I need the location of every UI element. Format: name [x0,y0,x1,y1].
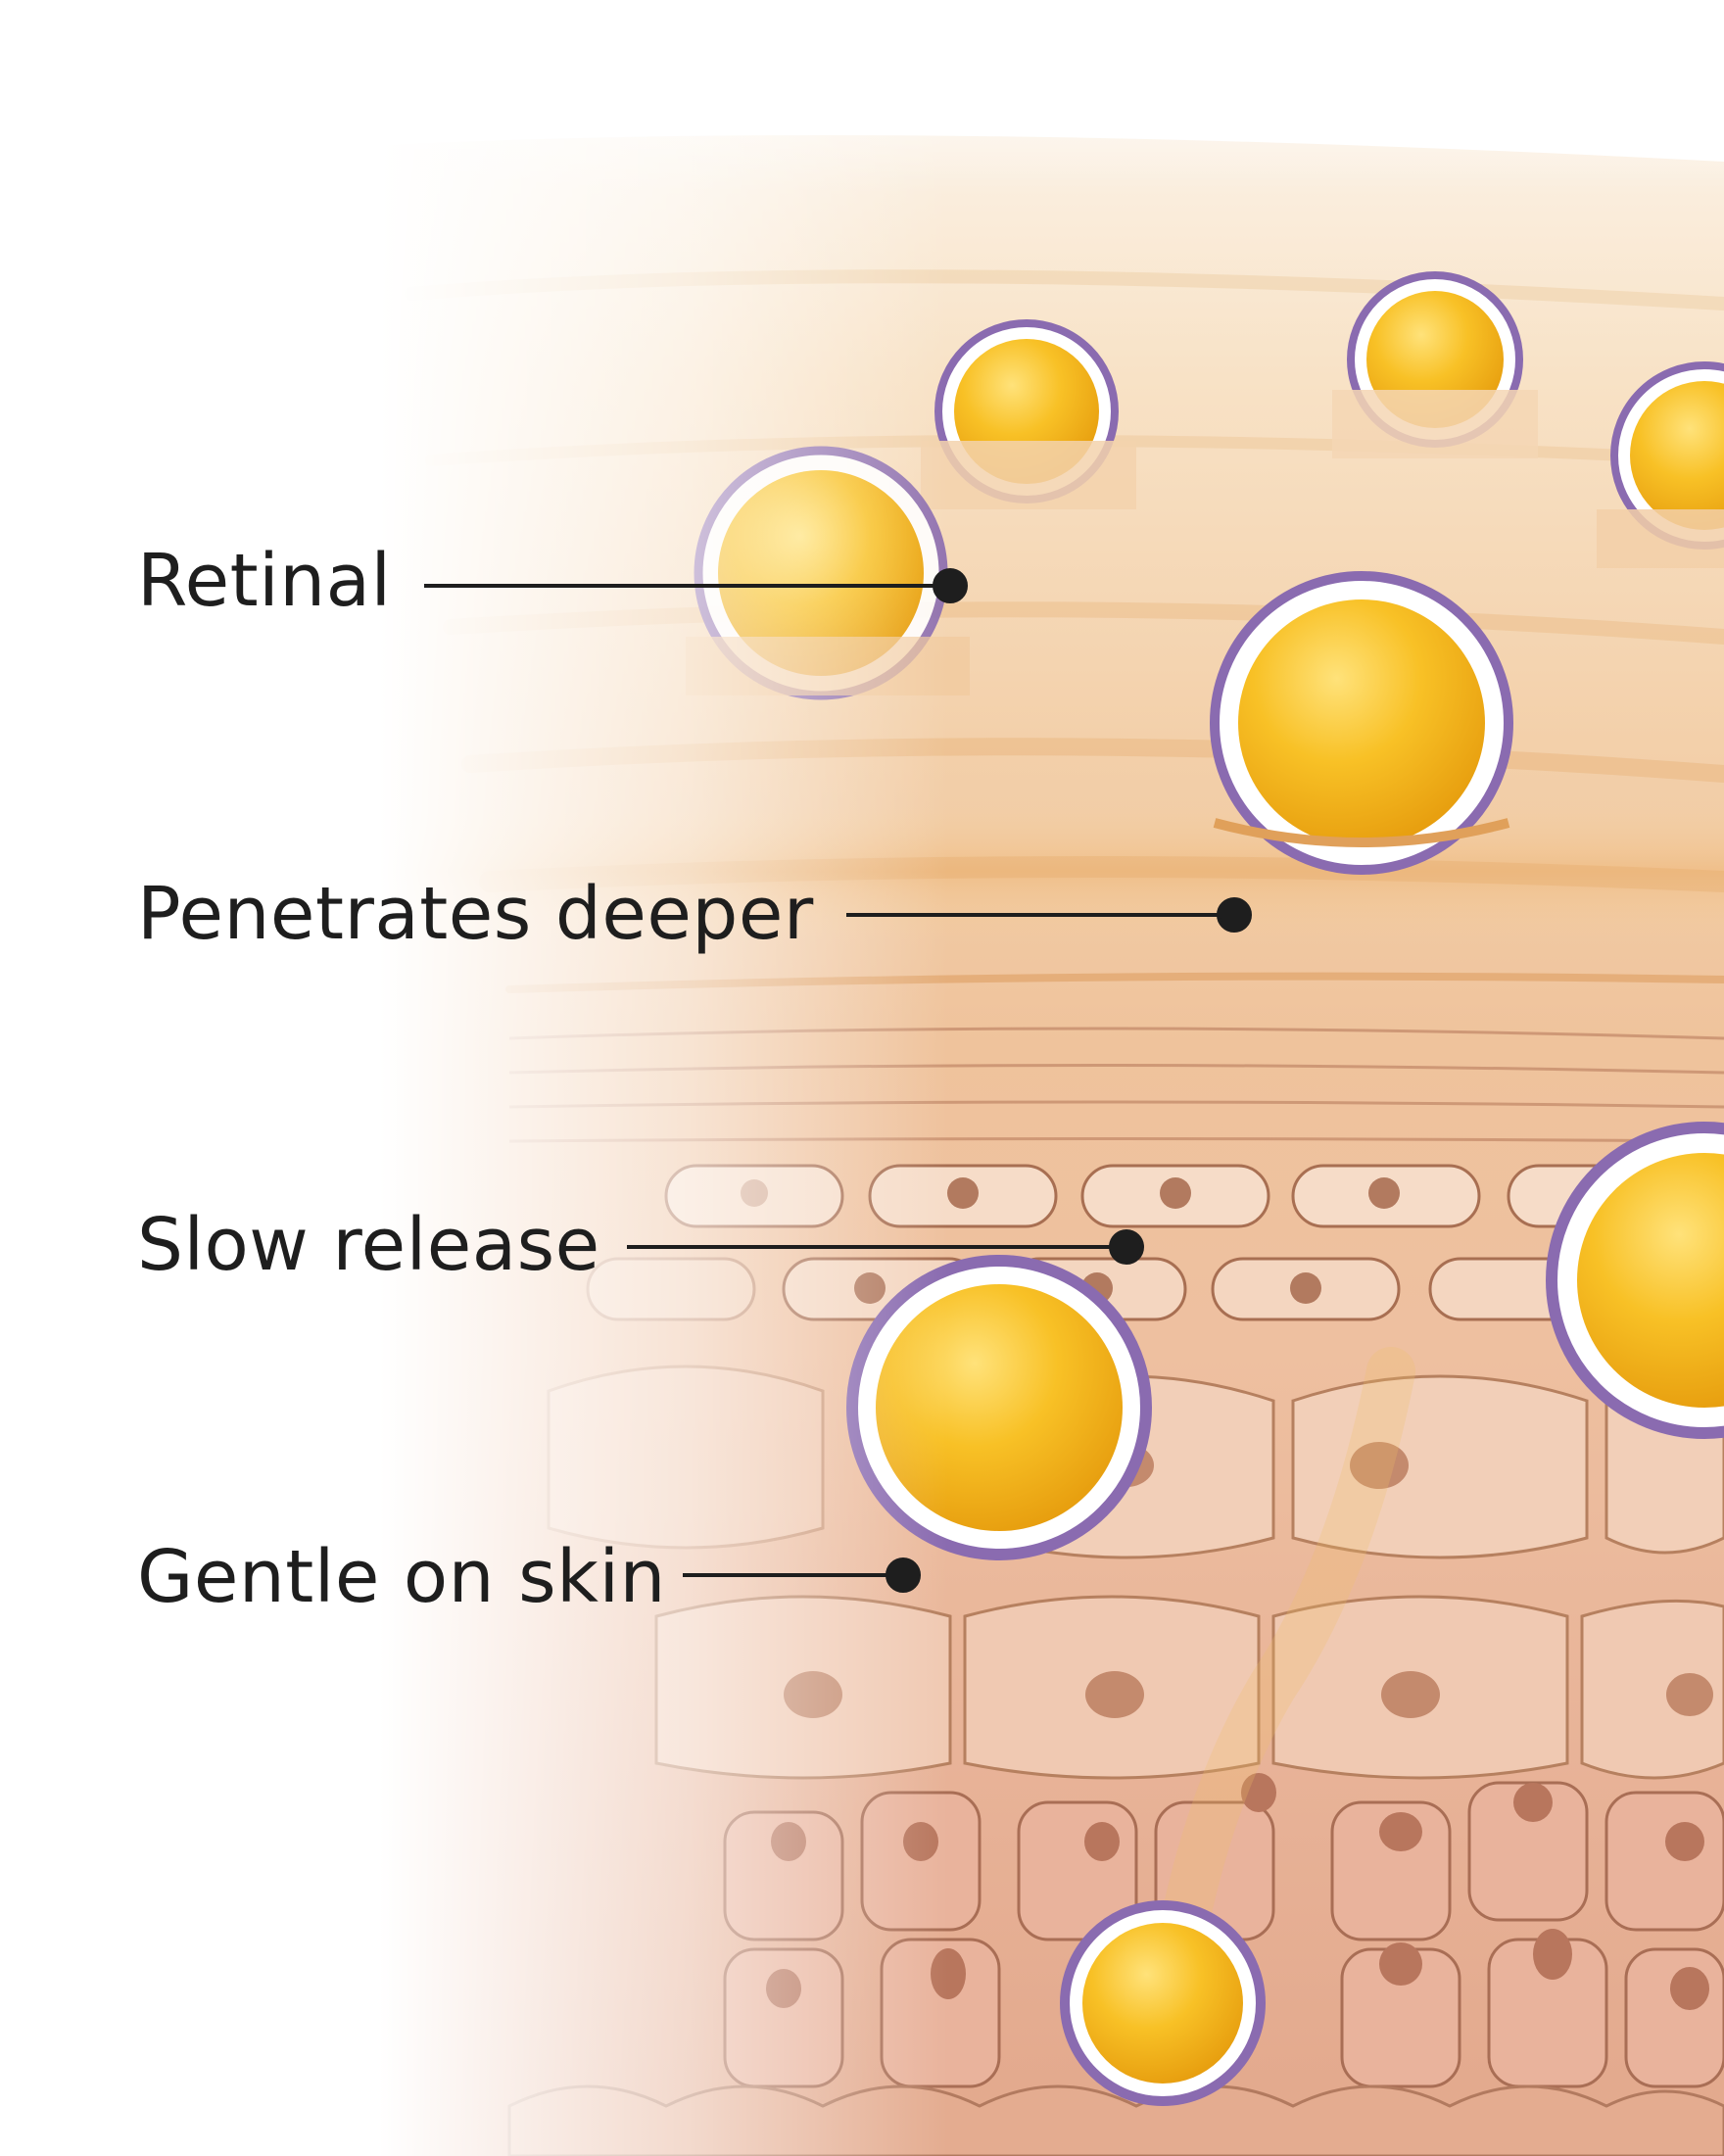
callout-pointers [424,568,1252,1593]
label-penetrates-deeper: Penetrates deeper [137,872,814,956]
pointer-dot-icon [1217,897,1252,933]
pointer-dot-icon [886,1557,921,1593]
pointer-dot-icon [933,568,968,603]
label-slow-release: Slow release [137,1203,600,1287]
label-gentle-on-skin: Gentle on skin [137,1535,666,1619]
pointer-dot-icon [1109,1229,1144,1265]
label-retinal: Retinal [137,539,392,623]
